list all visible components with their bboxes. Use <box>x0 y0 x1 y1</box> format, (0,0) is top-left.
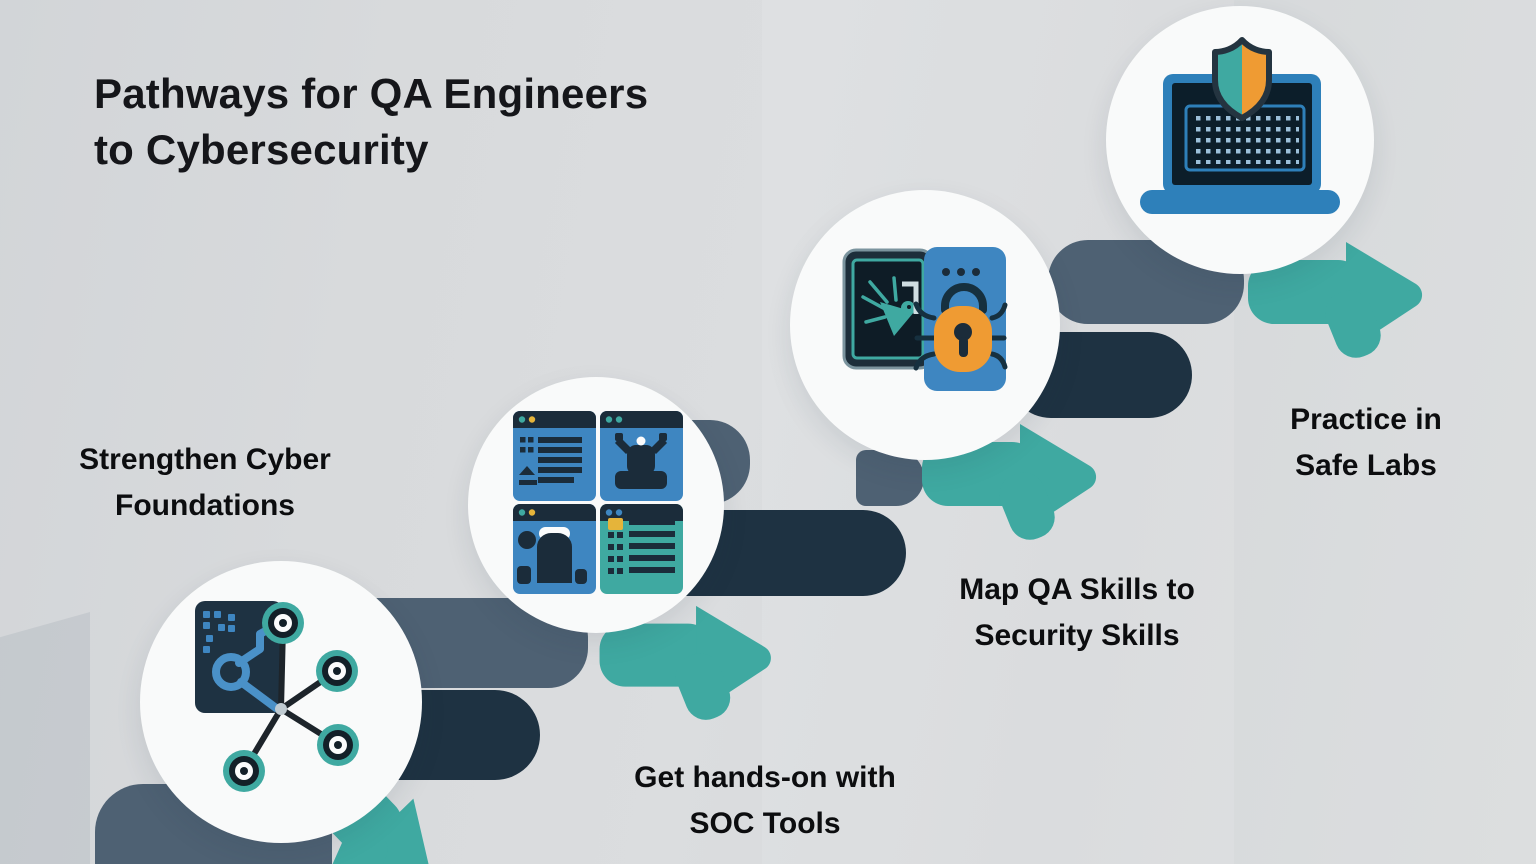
network-node <box>223 602 359 792</box>
bug-glyph <box>861 276 898 324</box>
step-label-3-line-1: Map QA Skills to <box>959 573 1195 606</box>
staircase-teal-arrow-3 <box>1248 242 1423 358</box>
step-label-4: Practice in Safe Labs <box>1211 397 1521 489</box>
step-circle-4 <box>1106 6 1374 274</box>
network-nodes-icon <box>195 601 359 792</box>
step-label-1-line-2: Foundations <box>115 489 295 522</box>
page-title-line-1: Pathways for QA Engineers <box>94 70 649 117</box>
step-label-4-line-2: Safe Labs <box>1295 449 1437 482</box>
laptop-shield-icon <box>1140 37 1340 214</box>
soc-dashboard-windows-icon <box>513 411 683 594</box>
step-label-3-line-2: Security Skills <box>974 619 1180 652</box>
step-label-1: Strengthen Cyber Foundations <box>30 437 380 529</box>
page-title: Pathways for QA Engineers to Cybersecuri… <box>94 66 648 178</box>
shield-glyph <box>1212 37 1272 121</box>
staircase-teal-arrow-2 <box>922 424 1097 540</box>
step-label-2-line-2: SOC Tools <box>689 807 841 840</box>
step-label-2: Get hands-on with SOC Tools <box>590 755 940 847</box>
step-label-2-line-1: Get hands-on with <box>634 761 896 794</box>
step-label-1-line-1: Strengthen Cyber <box>79 443 331 476</box>
lock-bug-legs <box>913 301 1008 371</box>
step-label-4-line-1: Practice in <box>1290 403 1442 436</box>
background-corner-shade <box>0 612 90 864</box>
step-circle-1 <box>140 561 422 843</box>
step-circle-2 <box>468 377 724 633</box>
step-circle-3 <box>790 190 1060 460</box>
page-title-line-2: to Cybersecurity <box>94 126 429 173</box>
bug-lock-icon <box>842 247 1008 391</box>
staircase-teal-arrow-1 <box>599 605 771 720</box>
step-label-3: Map QA Skills to Security Skills <box>902 567 1252 659</box>
